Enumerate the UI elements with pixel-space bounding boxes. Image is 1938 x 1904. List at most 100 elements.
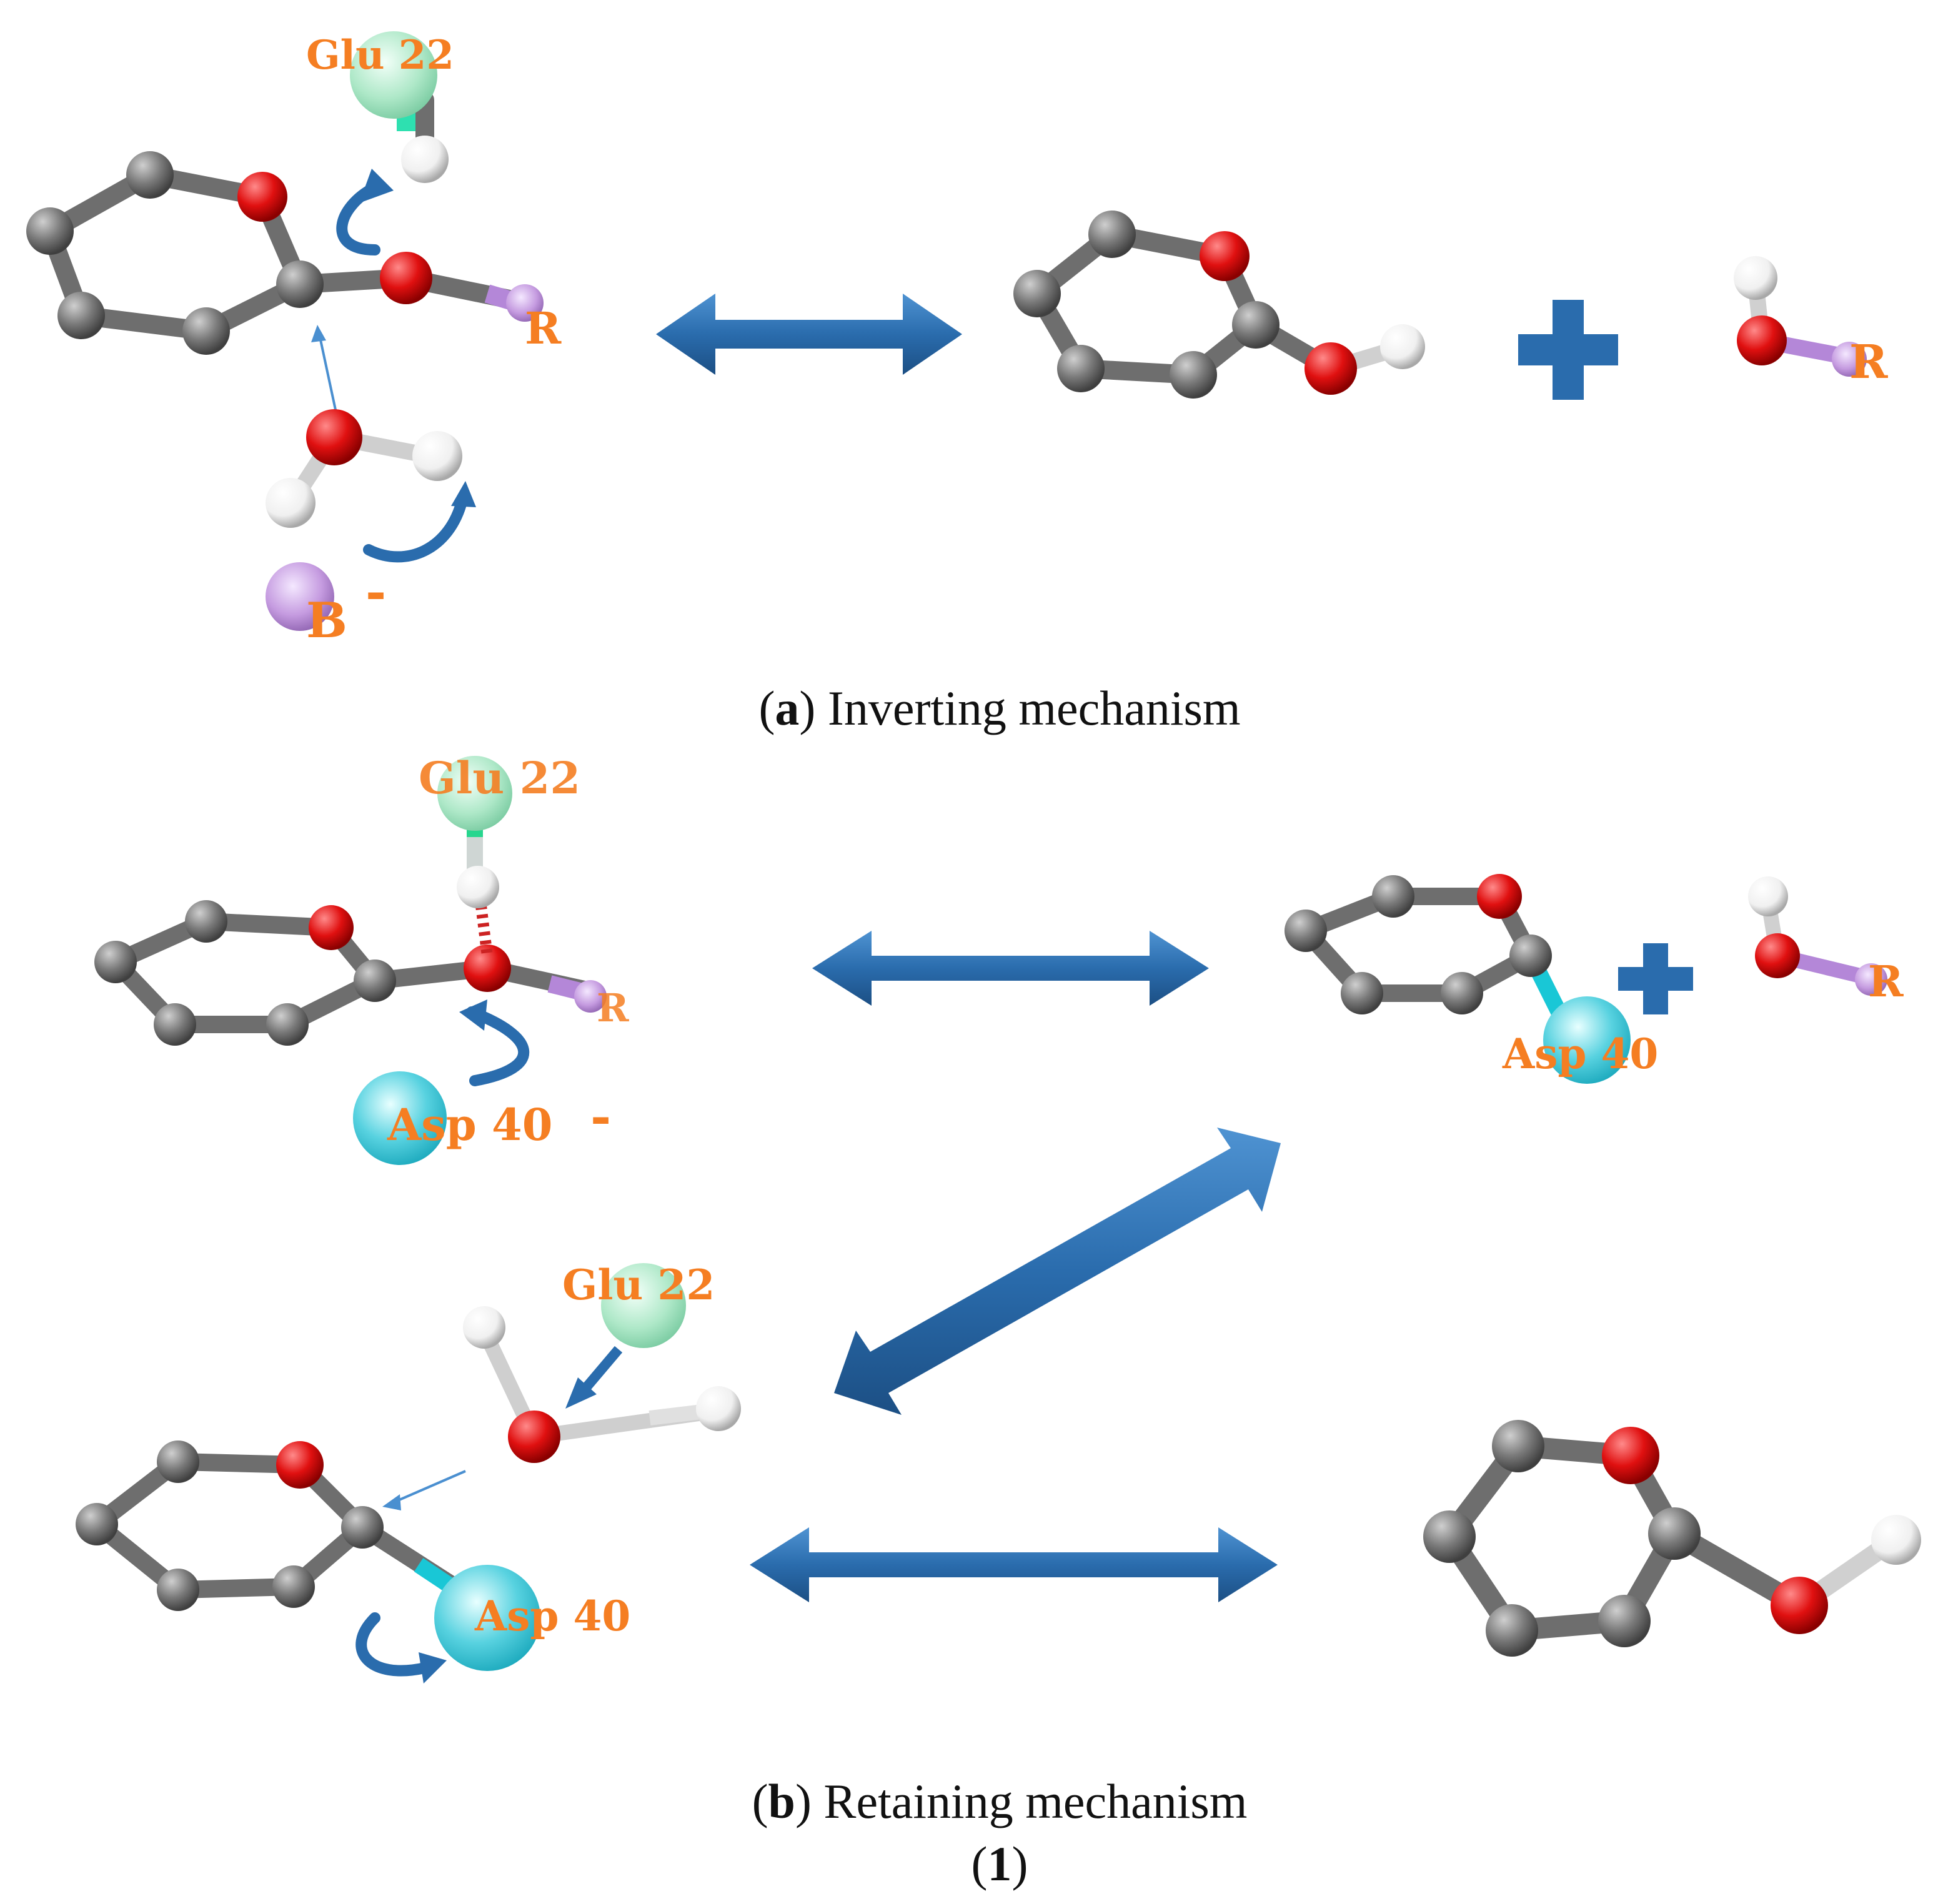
hydrogen-atom [412,431,462,481]
r-group-label: R [1868,957,1904,1007]
molecule-b-reactant-ring: R [94,900,629,1046]
water-molecule-b [463,1306,741,1463]
nucleophilic-attack-arrow [393,1470,466,1504]
asp40-sphere [1543,996,1631,1084]
r-group-atom [574,980,607,1013]
double-headed-arrow-icon [750,1527,1278,1602]
oxygen-atom [306,409,362,465]
molecule-b-product-ring [1423,1420,1921,1657]
carbon-atom [1372,875,1414,918]
carbon-atom [1648,1507,1701,1560]
glu22-label: Glu 22 [306,32,454,79]
carbon-atom [272,1565,315,1608]
carbon-atom [1598,1595,1651,1647]
base-label: B [306,592,347,649]
hydrogen-atom [401,136,449,183]
carbon-atom [1170,351,1217,399]
double-headed-arrow-icon [834,1128,1281,1415]
asp40-label: Asp 40 [1502,1029,1658,1078]
arrowhead-icon [451,481,476,507]
carbon-atom [94,941,137,983]
caption-a: (a) Inverting mechanism [758,681,1240,735]
carbon-atom [157,1569,199,1611]
glu22-base-b-bottom: Glu 22 [562,1261,715,1348]
hydrogen-atom [463,1306,505,1349]
hydrogen-atom [457,866,499,908]
asp40-charge-label: - [590,1087,611,1146]
asp40-label: Asp 40 [387,1099,552,1151]
carbon-atom [185,900,227,943]
double-headed-arrow-icon [812,931,1209,1006]
oxygen-atom [1737,315,1787,365]
hydrogen-atom [1734,256,1777,300]
oxygen-atom [237,172,287,222]
carbon-atom [1486,1604,1538,1657]
oxygen-atom [1304,342,1357,395]
curved-arrow-icon [363,494,468,563]
glu22-donor-b-top: Glu 22 [419,752,580,957]
hydrogen-atom [1871,1515,1921,1565]
curved-arrow-icon [466,1006,530,1086]
r-group-atom [1855,963,1887,996]
asp40-sphere [353,1071,447,1165]
r-group-label: R [597,985,629,1031]
arrowhead-icon [382,1494,401,1510]
carbon-atom [354,959,396,1002]
r-group-label: R [1849,335,1888,389]
carbon-atom [1509,935,1552,977]
r-group-atom [506,284,544,322]
r-group-label: R [525,302,562,354]
oxygen-atom [1477,874,1522,919]
glu22-sphere [350,31,437,119]
hydrogen-atom [696,1386,741,1431]
plus-sign-icon [1618,943,1693,1014]
carbon-atom [126,151,174,199]
carbon-atom [1088,211,1136,258]
plus-sign-icon [1518,300,1618,400]
asp40-sphere [434,1565,540,1671]
arrowhead-icon [359,169,394,203]
carbon-atom [57,292,105,339]
base-sphere [266,562,334,631]
hydrogen-atom [266,478,316,528]
carbon-atom [154,1003,196,1046]
nucleophilic-attack-arrow [317,330,339,419]
asp40-nucleophile: Asp 40 - [353,1071,611,1165]
oxygen-atom [309,905,354,950]
oxygen-atom [1755,933,1800,978]
carbon-atom [1441,972,1483,1014]
carbon-atom [276,260,324,308]
asp40-label: Asp 40 [474,1592,630,1640]
oxygen-atom [380,252,432,304]
carbon-atom [1285,910,1327,952]
carbon-atom [1057,345,1105,392]
carbon-atom [266,1003,309,1046]
arrowhead-icon [311,325,326,342]
hydrogen-atom [1380,324,1425,369]
carbon-atom [182,307,230,355]
molecule-a-reactant-ring [26,91,544,355]
alcohol-roh-b: R [1748,876,1904,1007]
figure-number: (1) [971,1837,1028,1891]
water-molecule-a [266,409,462,528]
caption-b: (b) Retaining mechanism [752,1774,1248,1828]
glu22-label: Glu 22 [562,1261,715,1309]
carbon-atom [1232,301,1280,349]
hydrogen-atom [1748,876,1788,916]
oxygen-atom [464,945,511,992]
carbon-atom [157,1440,199,1483]
carbon-atom [26,207,74,255]
glu22-sphere [601,1263,686,1348]
oxygen-atom [1200,231,1250,281]
arrowhead-icon [565,1377,597,1409]
curved-arrow-icon [355,1612,430,1677]
carbon-atom [1341,972,1383,1014]
r-group-atom [1832,342,1867,377]
glu22-label: Glu 22 [419,752,580,804]
oxygen-atom [1771,1577,1828,1634]
oxygen-atom [276,1441,324,1489]
oxygen-atom [1602,1427,1659,1484]
base-b-minus: B - [266,562,386,649]
alcohol-roh-a: R [1734,256,1888,389]
